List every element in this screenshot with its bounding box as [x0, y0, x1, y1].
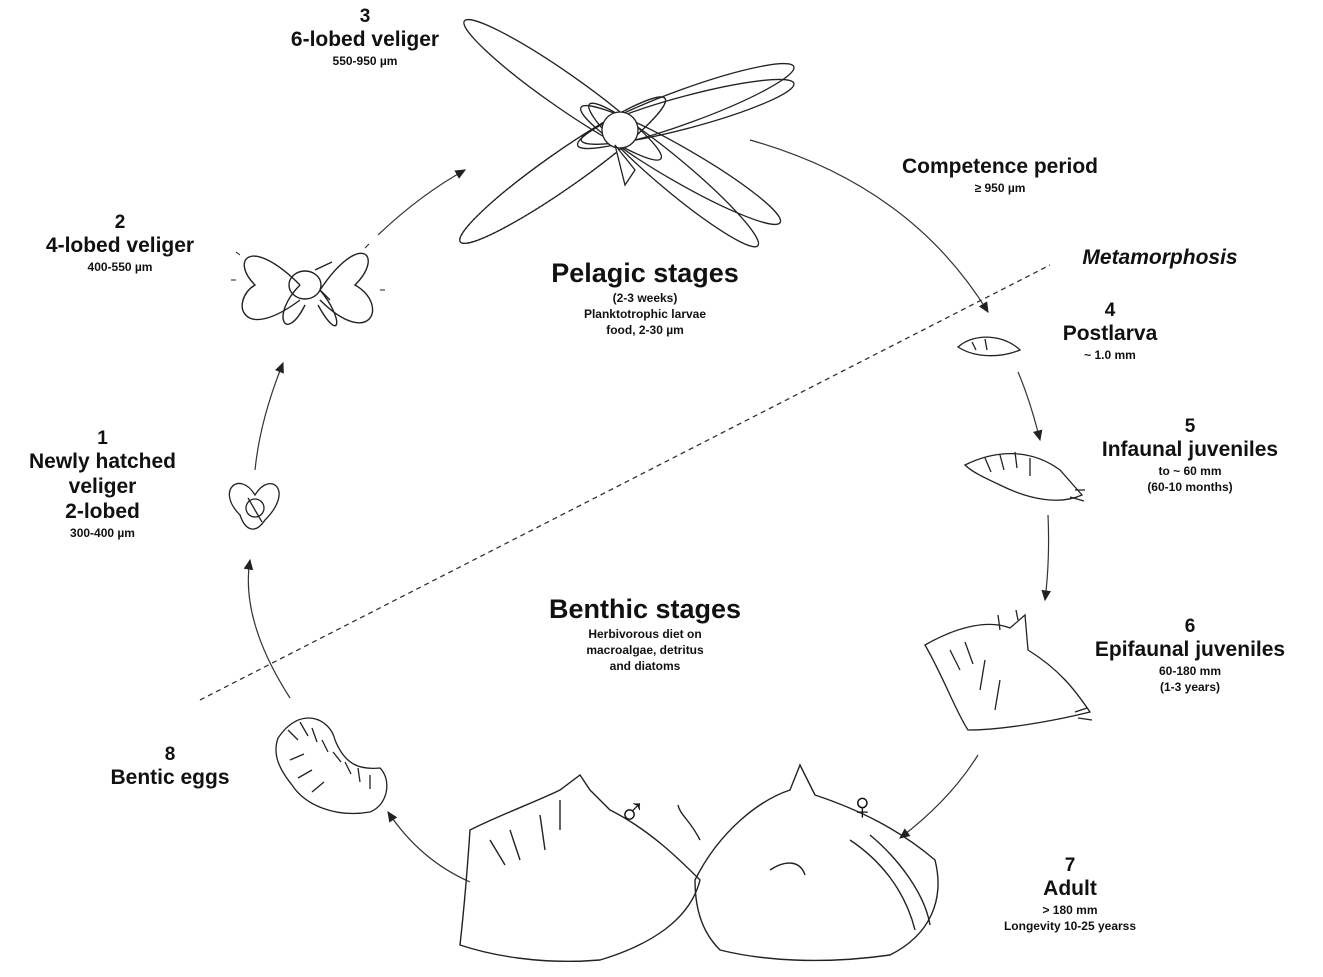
competence-title: Competence period	[870, 155, 1130, 180]
benthic-line-2: macroalgae, detritus	[515, 642, 775, 658]
four-lobed-veliger-illustration	[231, 244, 385, 326]
benthic-stages-label: Benthic stages Herbivorous diet on macro…	[515, 594, 775, 674]
stage-5-number: 5	[1070, 416, 1310, 438]
stage-7-title: Adult	[955, 877, 1185, 902]
stage-1-title-line-3: 2-lobed	[0, 500, 205, 525]
stage-4-number: 4	[1030, 300, 1190, 322]
stage-7-size: > 180 mm	[955, 902, 1185, 918]
stage-4-title: Postlarva	[1030, 322, 1190, 347]
stage-6-number: 6	[1065, 616, 1315, 638]
stage-2-label: 2 4-lobed veliger 400-550 µm	[15, 212, 225, 275]
benthic-line-3: and diatoms	[515, 658, 775, 674]
stage-5-size: to ~ 60 mm	[1070, 463, 1310, 479]
stage-4-size: ~ 1.0 mm	[1030, 347, 1190, 363]
metamorphosis-text: Metamorphosis	[1082, 246, 1237, 269]
stage-7-number: 7	[955, 855, 1185, 877]
stage-2-size: 400-550 µm	[15, 259, 225, 275]
female-symbol: ♀	[848, 786, 877, 829]
stage-2-number: 2	[15, 212, 225, 234]
competence-size: ≥ 950 µm	[870, 180, 1130, 196]
pelagic-duration: (2-3 weeks)	[520, 290, 770, 306]
stage-5-label: 5 Infaunal juveniles to ~ 60 mm (60-10 m…	[1070, 416, 1310, 496]
stage-6-size: 60-180 mm	[1065, 663, 1315, 679]
infaunal-juvenile-illustration	[965, 452, 1085, 501]
pelagic-stages-label: Pelagic stages (2-3 weeks) Planktotrophi…	[520, 258, 770, 338]
stage-3-title: 6-lobed veliger	[265, 28, 465, 53]
male-symbol: ♂	[618, 790, 647, 833]
stage-5-title: Infaunal juveniles	[1070, 438, 1310, 463]
arrow-5-to-6	[1045, 515, 1049, 600]
stage-1-title-line-1: Newly hatched	[0, 450, 205, 475]
six-lobed-veliger-illustration	[450, 7, 800, 258]
benthic-line-1: Herbivorous diet on	[515, 626, 775, 642]
stage-7-longevity: Longevity 10-25 yearss	[955, 918, 1185, 934]
postlarva-illustration	[958, 337, 1020, 356]
pelagic-line-1: Planktotrophic larvae	[520, 306, 770, 322]
stage-1-title-line-2: veliger	[0, 475, 205, 500]
stage-2-title: 4-lobed veliger	[15, 234, 225, 259]
pelagic-line-2: food, 2-30 µm	[520, 322, 770, 338]
stage-8-title: Bentic eggs	[85, 766, 255, 791]
competence-period-label: Competence period ≥ 950 µm	[870, 155, 1130, 196]
stage-3-label: 3 6-lobed veliger 550-950 µm	[265, 6, 465, 69]
newly-hatched-veliger-illustration	[229, 484, 279, 530]
arrow-8-to-1	[248, 560, 290, 698]
arrow-6-to-7	[900, 755, 978, 838]
arrow-1-to-2	[255, 363, 283, 470]
pelagic-title: Pelagic stages	[520, 258, 770, 290]
stage-4-label: 4 Postlarva ~ 1.0 mm	[1030, 300, 1190, 363]
stage-8-label: 8 Bentic eggs	[85, 744, 255, 791]
benthic-title: Benthic stages	[515, 594, 775, 626]
stage-6-label: 6 Epifaunal juveniles 60-180 mm (1-3 yea…	[1065, 616, 1315, 696]
stage-6-duration: (1-3 years)	[1065, 679, 1315, 695]
stage-1-size: 300-400 µm	[0, 525, 205, 541]
stage-5-duration: (60-10 months)	[1070, 479, 1310, 495]
arrow-4-to-5	[1018, 372, 1040, 440]
stage-1-number: 1	[0, 428, 205, 450]
stage-6-title: Epifaunal juveniles	[1065, 638, 1315, 663]
egg-mass-illustration	[276, 718, 387, 813]
arrow-7-to-8	[388, 812, 470, 882]
cycle-arrows	[248, 140, 1048, 882]
arrow-2-to-3	[378, 170, 465, 235]
stage-8-number: 8	[85, 744, 255, 766]
stage-1-label: 1 Newly hatched veliger 2-lobed 300-400 …	[0, 428, 205, 541]
stage-3-number: 3	[265, 6, 465, 28]
metamorphosis-label: Metamorphosis	[1055, 246, 1265, 271]
stage-3-size: 550-950 µm	[265, 53, 465, 69]
stage-7-label: 7 Adult > 180 mm Longevity 10-25 yearss	[955, 855, 1185, 935]
